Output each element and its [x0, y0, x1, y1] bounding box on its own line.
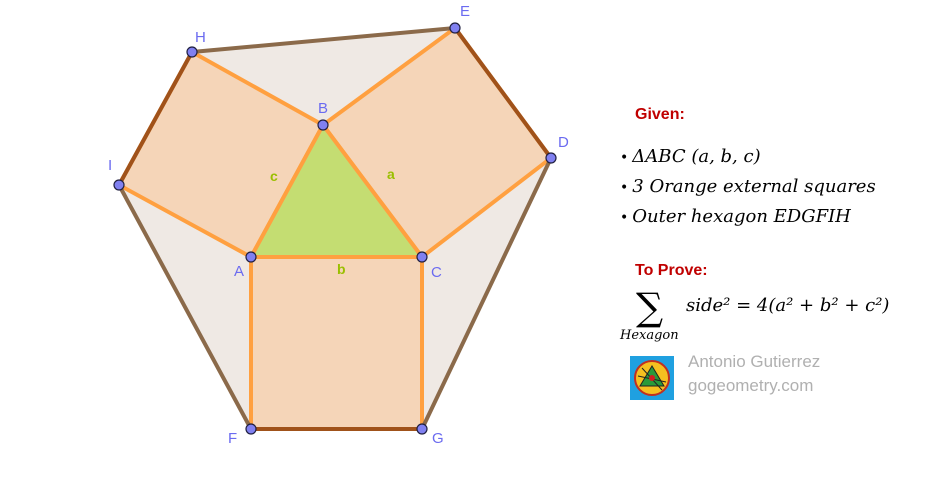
given-item-text: Outer hexagon EDGFIH	[632, 206, 851, 227]
bullet: •	[620, 210, 629, 226]
sigma-symbol: ∑	[636, 285, 664, 329]
side-label-b: b	[337, 261, 346, 277]
website-link[interactable]: gogeometry.com	[688, 376, 814, 395]
label-b: B	[318, 100, 328, 117]
point-d[interactable]	[545, 152, 557, 164]
author-name: Antonio Gutierrez	[688, 352, 821, 371]
prove-heading: To Prove:	[635, 262, 708, 279]
sigma-subscript: Hexagon	[620, 328, 679, 343]
point-i[interactable]	[113, 179, 125, 191]
given-item-triangle: •ΔABC (a, b, c)	[620, 146, 761, 167]
point-f[interactable]	[245, 423, 257, 435]
label-g: G	[432, 430, 444, 447]
side-label-c: c	[270, 168, 278, 184]
points	[113, 22, 557, 435]
point-g[interactable]	[416, 423, 428, 435]
given-heading: Given:	[635, 106, 685, 123]
given-item-hexagon: •Outer hexagon EDGFIH	[620, 206, 851, 227]
gogeometry-logo-icon	[630, 356, 674, 400]
hexagon-edge-dg	[420, 157, 553, 430]
given-item-text: ΔABC (a, b, c)	[632, 146, 761, 167]
hexagon-edge-ed	[453, 26, 553, 160]
label-f: F	[228, 430, 237, 447]
bullet: •	[620, 180, 629, 196]
point-b[interactable]	[317, 119, 329, 131]
hexagon-edge-ih	[117, 51, 194, 186]
hexagon-edge-he	[191, 26, 456, 54]
triangle-abc	[247, 121, 426, 259]
side-label-a: a	[387, 166, 395, 182]
geometry-diagram: A B C D E F G H I a b c	[108, 3, 569, 447]
given-item-squares: •3 Orange external squares	[620, 176, 876, 197]
prove-formula: ∑ Hexagon side² = 4(a² + b² + c²)	[620, 283, 940, 345]
given-item-text: 3 Orange external squares	[632, 176, 876, 197]
label-a: A	[234, 263, 244, 280]
point-e[interactable]	[449, 22, 461, 34]
hexagon-edge-fi	[117, 184, 253, 430]
label-d: D	[558, 134, 569, 151]
label-i: I	[108, 157, 112, 174]
formula-expression: side² = 4(a² + b² + c²)	[686, 295, 890, 316]
label-h: H	[195, 29, 206, 46]
point-c[interactable]	[416, 251, 428, 263]
bullet: •	[620, 150, 629, 166]
label-e: E	[460, 3, 470, 20]
point-h[interactable]	[186, 46, 198, 58]
label-c: C	[431, 264, 442, 281]
square-ac	[249, 255, 424, 431]
point-a[interactable]	[245, 251, 257, 263]
